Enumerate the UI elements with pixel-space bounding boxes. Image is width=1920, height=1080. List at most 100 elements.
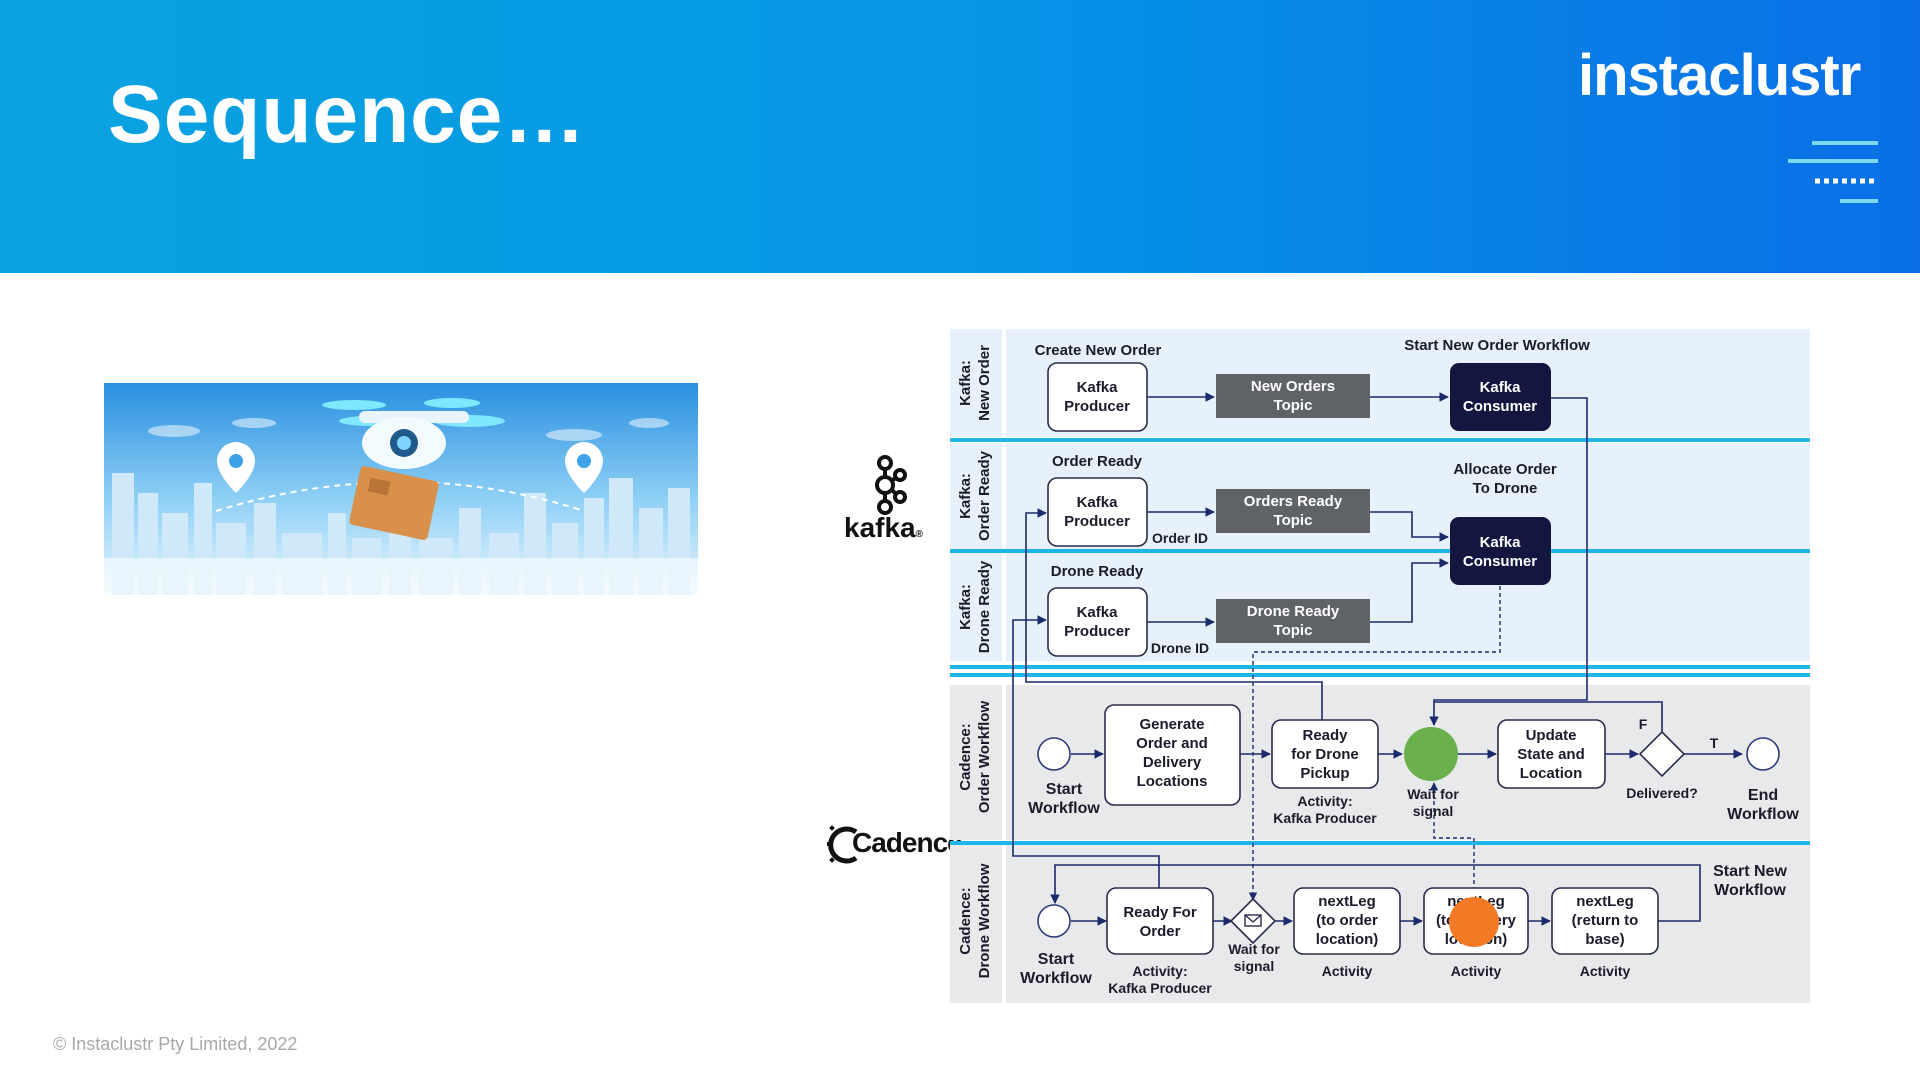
kafka-icon	[875, 455, 907, 515]
end-workflow-line2: Workflow	[1727, 806, 1799, 823]
lane-label-3a: Kafka:	[957, 584, 974, 630]
label-gateway-t: T	[1710, 735, 1719, 751]
footer-copyright: © Instaclustr Pty Limited, 2022	[53, 1034, 298, 1054]
next-leg-base-line3: base)	[1585, 931, 1624, 948]
activity-label-2: Activity	[1451, 963, 1502, 979]
generate-line4: Locations	[1137, 773, 1208, 790]
kc1-line2: Consumer	[1463, 398, 1537, 415]
kafka-logo: kafka®	[844, 512, 923, 543]
node-next-leg-order	[1293, 887, 1401, 955]
start-workflow-1-line2: Workflow	[1028, 800, 1100, 817]
header-lines-decoration	[1788, 141, 1878, 203]
node-kafka-consumer-1	[1450, 363, 1551, 431]
label-gateway-f: F	[1639, 716, 1648, 732]
lane-label-5a: Cadence:	[957, 887, 974, 955]
generate-line1: Generate	[1139, 716, 1204, 733]
ready-for-order-line1: Ready For	[1123, 904, 1197, 921]
node-drone-ready-topic	[1216, 599, 1370, 643]
cadence-logo: Cadence	[852, 827, 963, 858]
wait-signal-green	[1404, 727, 1458, 781]
kc2-line2: Consumer	[1463, 553, 1537, 570]
activity-kp-1-line1: Activity:	[1297, 793, 1352, 809]
generate-line3: Delivery	[1143, 754, 1202, 771]
label-order-id: Order ID	[1152, 530, 1208, 546]
heading-start-new-order-workflow: Start New Order Workflow	[1404, 337, 1590, 354]
start-workflow-2-line1: Start	[1038, 951, 1075, 968]
header-banner	[0, 0, 1920, 273]
update-state-line1: Update	[1526, 727, 1577, 744]
wait-signal-gateway	[1229, 897, 1277, 945]
heading-order-ready: Order Ready	[1052, 453, 1143, 470]
kp3-line2: Producer	[1064, 623, 1130, 640]
ready-pickup-line3: Pickup	[1300, 765, 1349, 782]
heading-create-new-order: Create New Order	[1035, 342, 1162, 359]
heading-allocate-1: Allocate Order	[1453, 461, 1557, 478]
node-ready-for-order	[1106, 887, 1214, 955]
node-new-orders-topic	[1216, 374, 1370, 418]
lane-label-4b: Order Workflow	[976, 701, 993, 814]
activity-kp-1-line2: Kafka Producer	[1273, 810, 1377, 826]
start-workflow-1-line1: Start	[1046, 781, 1083, 798]
start-workflow-2-line2: Workflow	[1020, 970, 1092, 987]
heading-allocate-2: To Drone	[1473, 480, 1538, 497]
kp1-line2: Producer	[1064, 398, 1130, 415]
topic-orders-ready-line1: Orders Ready	[1244, 493, 1343, 510]
end-workflow-line1: End	[1748, 787, 1778, 804]
kp2-line2: Producer	[1064, 513, 1130, 530]
kp3-line1: Kafka	[1077, 604, 1119, 621]
node-generate-order	[1104, 704, 1241, 806]
drone-delivery-illustration	[104, 383, 698, 595]
topic-new-line2: Topic	[1274, 397, 1313, 414]
next-leg-order-line3: location)	[1316, 931, 1379, 948]
node-kafka-producer-3	[1047, 587, 1148, 657]
lane-label-4a: Cadence:	[957, 723, 974, 791]
delivered-gateway	[1638, 730, 1686, 778]
lane-label-3b: Drone Ready	[976, 560, 993, 653]
next-leg-base-line1: nextLeg	[1576, 893, 1634, 910]
activity-kp-2-line2: Kafka Producer	[1108, 980, 1212, 996]
lane-label-2a: Kafka:	[957, 473, 974, 519]
start-new-workflow-line1: Start New	[1713, 863, 1787, 880]
update-state-line3: Location	[1520, 765, 1583, 782]
topic-drone-ready-line2: Topic	[1274, 622, 1313, 639]
topic-orders-ready-line2: Topic	[1274, 512, 1313, 529]
wait-signal-2-line1: Wait for	[1228, 941, 1280, 957]
slide-title: Sequence…	[108, 69, 587, 160]
end-event-order	[1746, 737, 1780, 771]
topic-new-line1: New Orders	[1251, 378, 1335, 395]
activity-kp-2-line1: Activity:	[1132, 963, 1187, 979]
start-new-workflow-line2: Workflow	[1714, 882, 1786, 899]
node-next-leg-base	[1551, 887, 1659, 955]
start-event-order	[1037, 737, 1071, 771]
wait-signal-2-line2: signal	[1234, 958, 1274, 974]
start-event-drone	[1037, 904, 1071, 938]
topic-drone-ready-line1: Drone Ready	[1247, 603, 1340, 620]
wait-signal-1-line1: Wait for	[1407, 786, 1459, 802]
label-drone-id: Drone ID	[1151, 640, 1209, 656]
lane-label-5b: Drone Workflow	[976, 863, 993, 978]
update-state-line2: State and	[1517, 746, 1585, 763]
node-orders-ready-topic	[1216, 489, 1370, 533]
signal-orange	[1449, 897, 1499, 947]
kc1-line1: Kafka	[1480, 379, 1522, 396]
next-leg-order-line1: nextLeg	[1318, 893, 1376, 910]
ready-pickup-line2: for Drone	[1291, 746, 1359, 763]
node-update-state	[1497, 719, 1606, 789]
ready-pickup-line1: Ready	[1302, 727, 1348, 744]
activity-label-1: Activity	[1322, 963, 1373, 979]
activity-label-3: Activity	[1580, 963, 1631, 979]
node-kafka-consumer-2	[1450, 517, 1551, 585]
heading-drone-ready: Drone Ready	[1051, 563, 1144, 580]
envelope-icon	[1244, 914, 1262, 927]
lane-label-1b: New Order	[976, 345, 993, 421]
generate-line2: Order and	[1136, 735, 1208, 752]
ready-for-order-line2: Order	[1140, 923, 1181, 940]
label-delivered: Delivered?	[1626, 785, 1698, 801]
next-leg-order-line2: (to order	[1316, 912, 1378, 929]
wait-signal-1-line2: signal	[1413, 803, 1453, 819]
lane-label-2b: Order Ready	[976, 450, 993, 541]
kp2-line1: Kafka	[1077, 494, 1119, 511]
node-kafka-producer-1	[1047, 362, 1148, 432]
node-kafka-producer-2	[1047, 477, 1148, 547]
